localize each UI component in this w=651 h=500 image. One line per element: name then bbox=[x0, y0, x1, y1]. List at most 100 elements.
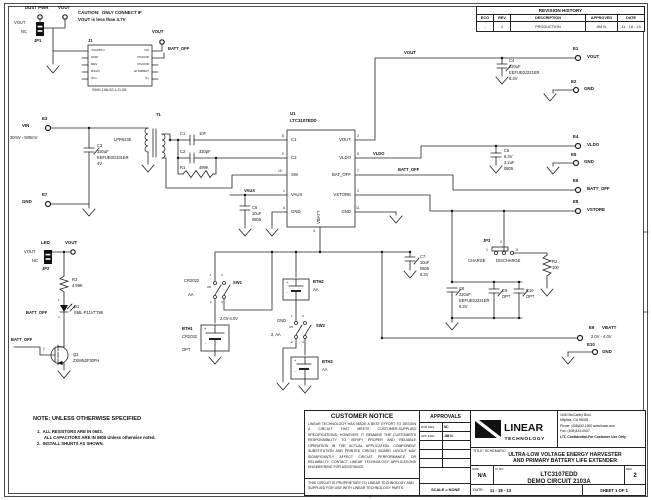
e7-ref: E7 bbox=[42, 192, 48, 197]
rev-cell-description: PRODUCTION bbox=[511, 22, 586, 31]
c2-val: 330pF bbox=[199, 149, 211, 154]
address-line: Phone: (408)432-1900 www.linear.com bbox=[560, 423, 615, 428]
c8-part: EEFUE0J221ER bbox=[459, 298, 490, 303]
size-value: N/A bbox=[477, 473, 487, 479]
c5-volt: 6.3V bbox=[504, 154, 513, 159]
bth3-plus: + bbox=[294, 358, 297, 363]
approvals-value-blank2 bbox=[443, 450, 471, 458]
jp3-charge-label: CHARGE bbox=[468, 258, 486, 263]
lt-logo-icon: LINEAR TECHNOLOGY bbox=[475, 420, 545, 442]
schematic-title-line2: AND PRIMARY BATTERY LIFE EXTENDER bbox=[513, 458, 617, 464]
u1-pinnum-9: 9 bbox=[282, 151, 284, 156]
icno-label: IC NO. bbox=[495, 467, 505, 471]
revision-history-title: REVISION HISTORY bbox=[477, 7, 644, 15]
u1-pinnum-1: 1 bbox=[283, 188, 285, 193]
c6-val: 10uF bbox=[252, 211, 262, 216]
battoff-label-1: BATT_OFF bbox=[26, 310, 48, 315]
c2-ref: C2 bbox=[180, 149, 186, 154]
jp3-jumper-symbol bbox=[491, 246, 514, 255]
u1-pinnum-8: 8 bbox=[282, 133, 284, 138]
rev-cell-rev: 2 bbox=[494, 22, 511, 31]
jp3-pinnum-3: 3 bbox=[516, 248, 518, 252]
address-line: LTC Confidential-For Customer Use Only bbox=[560, 434, 626, 439]
approvals-value-blank1 bbox=[443, 441, 471, 449]
bth3-type: AA bbox=[322, 367, 328, 372]
linear-technology-logo: LINEAR TECHNOLOGY bbox=[471, 411, 558, 447]
rev-label: REV bbox=[626, 467, 633, 471]
jp3-pinnum-2: 2 bbox=[500, 240, 502, 244]
j1-pin-l1: VSUPPLY bbox=[91, 47, 106, 52]
u1-ic-body bbox=[286, 129, 356, 228]
c5-size: 0805 bbox=[504, 166, 514, 171]
battoff-net-label: BATT_OFF bbox=[398, 167, 420, 172]
j1-pin-l3: REV bbox=[91, 61, 98, 66]
wires bbox=[13, 18, 593, 386]
c10-val: OPT bbox=[526, 294, 535, 299]
jp1-pin-vout: VOUT bbox=[14, 20, 26, 25]
e6-ref: E6 bbox=[573, 178, 579, 183]
rev-col-rev: REV bbox=[494, 15, 511, 22]
bth1-plus: + bbox=[204, 326, 207, 331]
sw1-pinnum-4: 4 bbox=[221, 300, 223, 304]
jp2-pin-vout: VOUT bbox=[24, 249, 36, 254]
rev-col-eco: ECO bbox=[477, 15, 494, 22]
caution-line1: CAUTION: ONLY CONNECT IF bbox=[78, 10, 142, 15]
r2-ref: R2 bbox=[552, 259, 558, 264]
bth3-minus: - bbox=[295, 368, 297, 373]
r3-val: 4.99K bbox=[72, 283, 83, 288]
approvals-value-appeng: JIM N. bbox=[444, 434, 454, 438]
sw2-pos-2aa: 2, AA bbox=[271, 332, 281, 337]
approvals-title: APPROVALS bbox=[420, 411, 471, 423]
c5-val: 2.2uF bbox=[504, 160, 515, 165]
rev-col-approved: APPROVED bbox=[586, 15, 618, 22]
approvals-box: APPROVALS PCB DES.NC APP ENG.JIM N. SCAL… bbox=[419, 410, 472, 496]
note-line2: 2. INSTALL SHUNTS AS SHOWN. bbox=[37, 441, 104, 446]
switch-symbols bbox=[213, 281, 312, 339]
e2-label: GND bbox=[584, 86, 594, 91]
part-number: LTC3107EDD bbox=[540, 471, 578, 478]
j1-pin-l2: GND bbox=[91, 54, 98, 59]
jp2-jumper-icon bbox=[44, 250, 52, 264]
bth2-type: AA bbox=[313, 287, 319, 292]
u1-pin-vstore: VSTORE bbox=[333, 191, 351, 197]
c8-ref: C8 bbox=[459, 286, 465, 291]
approvals-value-blank3 bbox=[443, 459, 471, 467]
c8-volt: 6.3V bbox=[459, 304, 468, 309]
j1-pin-r1: NC bbox=[144, 47, 149, 52]
capacitor-symbols bbox=[83, 63, 529, 297]
customer-notice-footer: THIS CIRCUIT IS PROPRIETARY TO LINEAR TE… bbox=[305, 478, 419, 495]
c1-ref: C1 bbox=[180, 131, 186, 136]
schematic-title-line1: ULTRA-LOW VOLTAGE ENERGY HARVESTER bbox=[508, 451, 622, 458]
approvals-label-blank1 bbox=[420, 441, 443, 449]
c8-val: 220uF bbox=[459, 292, 471, 297]
sheet-info: SHEET 1 OF 1 bbox=[582, 485, 645, 495]
junction-dots bbox=[62, 56, 521, 340]
d1-pinnum-1: 1 bbox=[58, 298, 60, 302]
j1-pin-r2: PGOOD bbox=[137, 54, 149, 59]
r1-val: 499K bbox=[199, 165, 209, 170]
bth1-ref: BTH1 bbox=[182, 326, 193, 331]
u1-pin-vout: VOUT bbox=[339, 136, 351, 142]
c6-ref: C6 bbox=[252, 205, 258, 210]
d1-ref: D1 bbox=[74, 304, 80, 309]
sw2-pinnum-3: 3 bbox=[302, 314, 304, 318]
jp3-ref: JP3 bbox=[483, 238, 491, 243]
c10-ref: C10 bbox=[526, 288, 534, 293]
jp3-pinnum-1: 1 bbox=[486, 248, 488, 252]
jp1-jumper-icon bbox=[36, 22, 44, 36]
c4-volt: 6.3V bbox=[509, 76, 518, 81]
vaux-net-label: VAUX bbox=[244, 188, 256, 193]
c4-val: 220uF bbox=[509, 64, 521, 69]
u1-pin-gnd11: GND bbox=[341, 208, 351, 214]
q1-mosfet-symbol bbox=[50, 344, 69, 366]
u1-pinnum-7: 7 bbox=[357, 168, 359, 173]
address-line: Milpitas, CA 95035 bbox=[560, 418, 589, 423]
e1-label: VOUT bbox=[587, 54, 600, 59]
u1-part: LTC3107EDD bbox=[290, 118, 317, 123]
c7-ref: C7 bbox=[420, 254, 426, 259]
u1-pin-c1: C1 bbox=[291, 136, 297, 142]
e9-label: VBATT bbox=[602, 325, 617, 330]
size-label: SIZE bbox=[472, 467, 479, 471]
t1-part: LPR6235 bbox=[114, 137, 132, 142]
